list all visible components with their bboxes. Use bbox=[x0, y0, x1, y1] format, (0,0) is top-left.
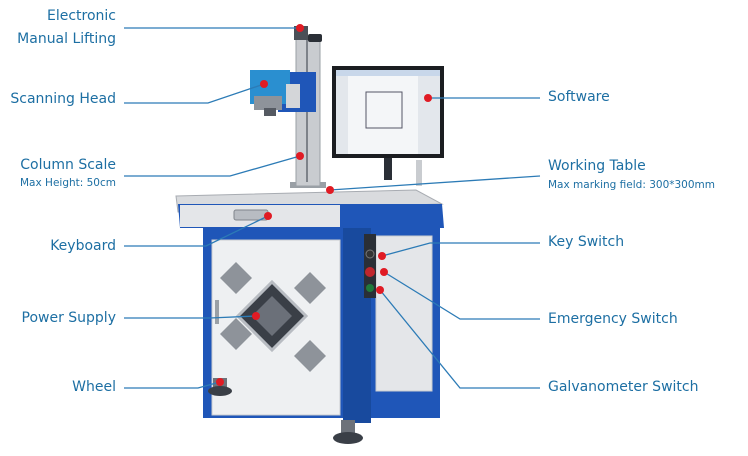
wheel bbox=[208, 386, 232, 396]
key-switch-knob bbox=[365, 249, 375, 259]
marker-galvanometer-switch bbox=[376, 286, 384, 294]
label-lifting-line2: Manual Lifting bbox=[17, 31, 116, 47]
label-scanning-head: Scanning Head bbox=[10, 91, 116, 107]
leader-lines bbox=[124, 27, 541, 389]
monitor-post bbox=[416, 160, 422, 186]
leader-key-switch bbox=[381, 242, 540, 257]
cabinet bbox=[203, 228, 440, 423]
label-galvanometer-switch: Galvanometer Switch bbox=[548, 379, 699, 395]
leader-scanning-head bbox=[124, 83, 265, 104]
switch-panel bbox=[364, 234, 376, 298]
galvanometer-switch-knob bbox=[366, 284, 374, 292]
label-wheel: Wheel bbox=[72, 379, 116, 395]
label-emergency-switch: Emergency Switch bbox=[548, 311, 678, 327]
cabinet-side-panel bbox=[375, 235, 433, 392]
software-toolbar bbox=[336, 76, 348, 154]
label-power-supply: Power Supply bbox=[21, 310, 117, 326]
marker-key-switch bbox=[378, 252, 386, 260]
label-working-table-sub: Max marking field: 300*300mm bbox=[548, 179, 716, 191]
vent-grilles bbox=[220, 262, 326, 372]
marker-power-supply bbox=[252, 312, 260, 320]
label-software: Software bbox=[548, 89, 610, 105]
foot-stem bbox=[341, 420, 355, 434]
marker-column-scale bbox=[296, 152, 304, 160]
leader-wheel bbox=[124, 381, 221, 389]
marker-emergency-switch bbox=[380, 268, 388, 276]
label-lifting-line1: Electronic bbox=[46, 8, 116, 24]
callout-markers bbox=[216, 24, 432, 386]
leader-column-scale bbox=[124, 155, 301, 177]
emergency-stop-knob bbox=[365, 267, 375, 277]
leader-working-table bbox=[329, 175, 541, 191]
leader-keyboard bbox=[124, 215, 269, 247]
marker-lifting bbox=[296, 24, 304, 32]
software-titlebar bbox=[336, 70, 440, 76]
label-column-scale: Column Scale bbox=[20, 157, 116, 173]
scanning-head-lower bbox=[254, 96, 282, 110]
software-properties bbox=[418, 76, 440, 154]
label-column-scale-sub: Max Height: 50cm bbox=[20, 177, 116, 189]
marker-working-table bbox=[326, 186, 334, 194]
leader-power-supply bbox=[124, 315, 257, 319]
leader-galvanometer-switch bbox=[379, 289, 540, 389]
marker-wheel bbox=[216, 378, 224, 386]
power-supply-unit bbox=[252, 296, 292, 336]
label-working-table: Working Table bbox=[548, 158, 646, 174]
label-key-switch: Key Switch bbox=[548, 234, 625, 250]
lifting-handle bbox=[308, 34, 322, 42]
marker-keyboard bbox=[264, 212, 272, 220]
label-keyboard: Keyboard bbox=[50, 238, 116, 254]
door-handle bbox=[215, 300, 219, 324]
monitor-stand bbox=[384, 158, 392, 180]
software-marking-area bbox=[365, 91, 403, 129]
field-lens bbox=[264, 108, 276, 116]
marker-scanning-head bbox=[260, 80, 268, 88]
foot-pad bbox=[333, 432, 363, 444]
marker-software bbox=[424, 94, 432, 102]
leader-emergency-switch bbox=[383, 271, 540, 320]
red-light-module bbox=[286, 84, 300, 108]
